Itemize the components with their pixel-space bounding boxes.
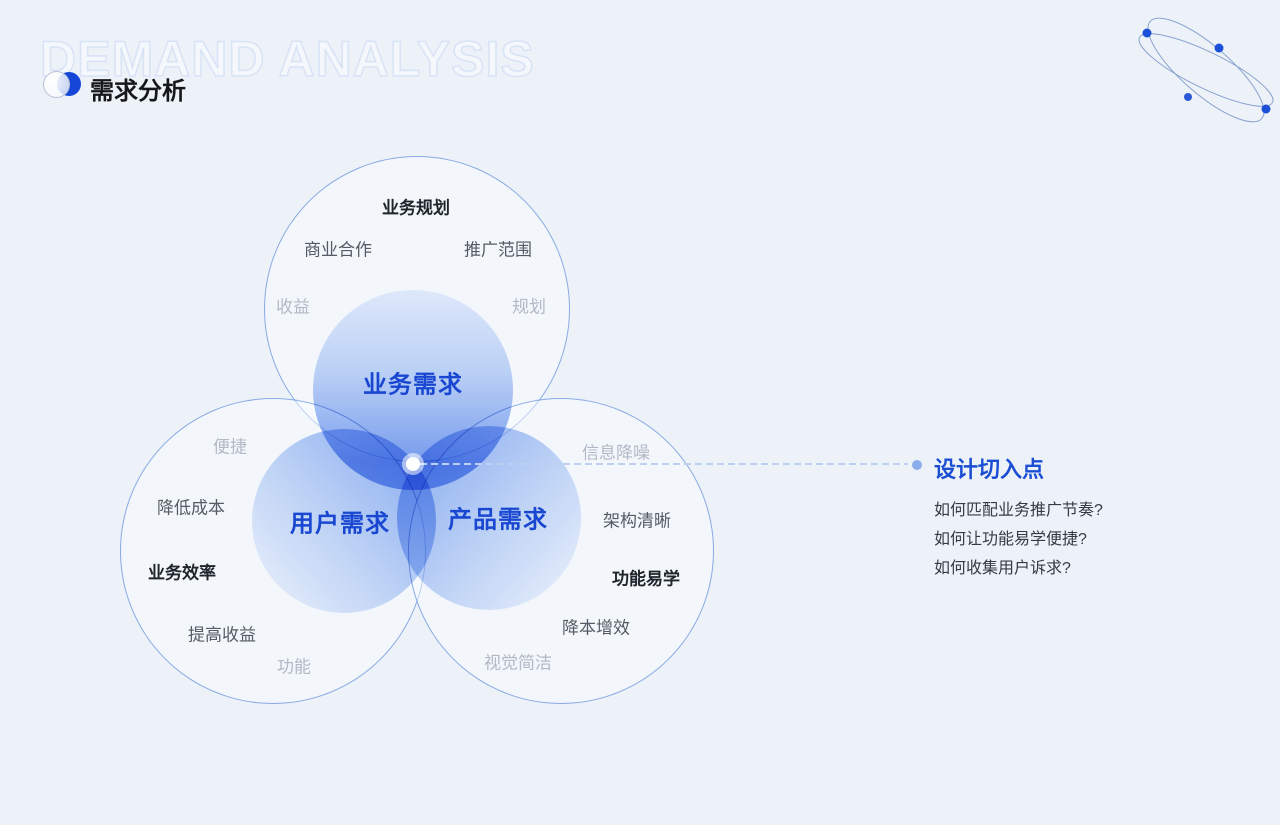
venn-core-product-demand: 产品需求 — [448, 506, 548, 534]
label-convenience: 便捷 — [213, 437, 247, 457]
label-easy-to-learn: 功能易学 — [612, 569, 680, 589]
label-cost-reduction: 降低成本 — [157, 498, 225, 518]
label-planning: 规划 — [512, 297, 546, 317]
connector-dashed-line — [420, 463, 908, 465]
label-visual-simplicity: 视觉简洁 — [484, 653, 552, 673]
orbit-node-dot — [1261, 104, 1271, 114]
callout-question: 如何让功能易学便捷? — [934, 531, 1087, 548]
label-cost-down-efficiency-up: 降本增效 — [562, 618, 630, 638]
label-business-efficiency: 业务效率 — [148, 563, 216, 583]
callout-questions: 如何匹配业务推广节奏? 如何让功能易学便捷? 如何收集用户诉求? — [934, 496, 1103, 583]
overlap-circle-outline-icon — [43, 71, 70, 98]
venn-core-user-demand: 用户需求 — [290, 510, 390, 538]
label-promotion-scope: 推广范围 — [464, 240, 532, 260]
label-revenue: 收益 — [276, 297, 310, 317]
venn-core-business-demand: 业务需求 — [363, 371, 463, 399]
callout-title: 设计切入点 — [934, 457, 1045, 482]
label-business-cooperation: 商业合作 — [304, 240, 372, 260]
label-function: 功能 — [277, 657, 311, 677]
page-title: 需求分析 — [90, 78, 186, 105]
orbit-ellipses-icon — [1138, 17, 1274, 123]
callout-question: 如何收集用户诉求? — [934, 560, 1071, 577]
ghost-title: DEMAND ANALYSIS — [39, 30, 535, 88]
orbit-node-dot — [1184, 93, 1192, 101]
gradient-circle-product — [397, 426, 581, 610]
connector-end-dot — [912, 460, 922, 470]
connector-start-dot — [406, 457, 420, 471]
label-clear-architecture: 架构清晰 — [603, 511, 671, 531]
orbit-node-dot — [1142, 28, 1152, 38]
callout-question: 如何匹配业务推广节奏? — [934, 502, 1103, 519]
label-info-noise-reduction: 信息降噪 — [582, 443, 650, 463]
label-business-planning: 业务规划 — [382, 198, 450, 218]
orbit-node-dot — [1214, 43, 1224, 53]
label-increase-revenue: 提高收益 — [188, 625, 256, 645]
